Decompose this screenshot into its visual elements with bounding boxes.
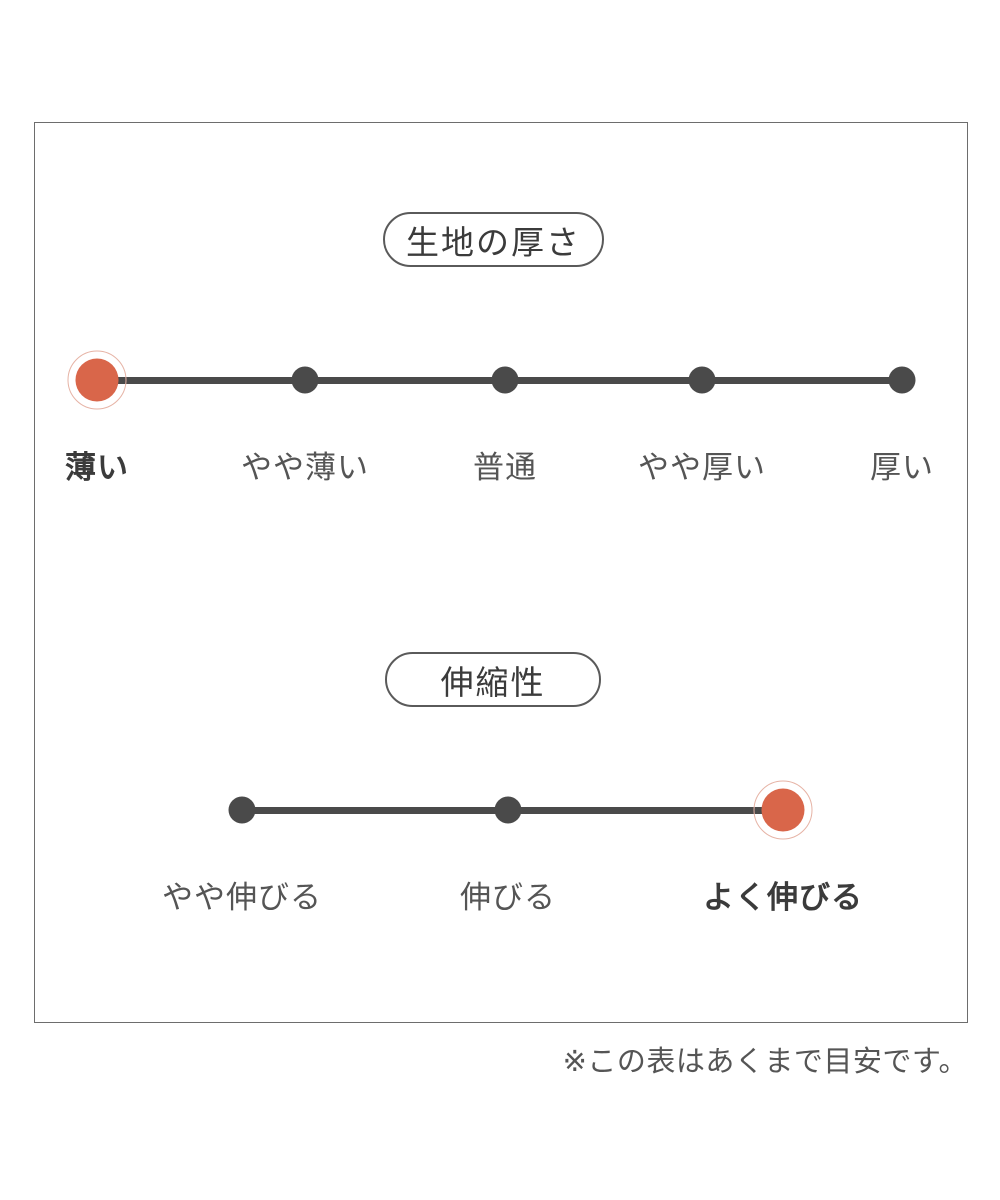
thickness-node-label-3: やや厚い: [638, 450, 766, 485]
scale-dot-icon: [291, 366, 319, 394]
scale-dot-icon: [888, 366, 916, 394]
thickness-node-label-1: やや薄い: [241, 450, 369, 485]
active-ring-icon: [67, 350, 127, 410]
chart-frame: [34, 122, 968, 1023]
stretch-scale: やや伸びる 伸びる よく伸びる: [34, 770, 968, 920]
thickness-scale: 薄い やや薄い 普通 やや厚い 厚い: [34, 340, 968, 490]
footnote-disclaimer: ※この表はあくまで目安です。: [562, 1046, 968, 1078]
stretch-node-label-2: よく伸びる: [703, 880, 863, 915]
stretch-node-label-0: やや伸びる: [162, 880, 322, 915]
scale-dot-icon: [761, 788, 805, 832]
section-title-thickness: 生地の厚さ: [383, 212, 604, 267]
scale-dot-icon: [491, 366, 519, 394]
active-ring-icon: [753, 780, 813, 840]
scale-dot-icon: [228, 796, 256, 824]
scale-dot-icon: [688, 366, 716, 394]
thickness-node-label-2: 普通: [473, 450, 537, 485]
thickness-node-label-0: 薄い: [65, 450, 129, 485]
thickness-node-label-4: 厚い: [870, 450, 934, 485]
section-title-stretch: 伸縮性: [385, 652, 601, 707]
scale-dot-icon: [494, 796, 522, 824]
stretch-node-label-1: 伸びる: [460, 880, 556, 915]
scale-dot-icon: [75, 358, 119, 402]
